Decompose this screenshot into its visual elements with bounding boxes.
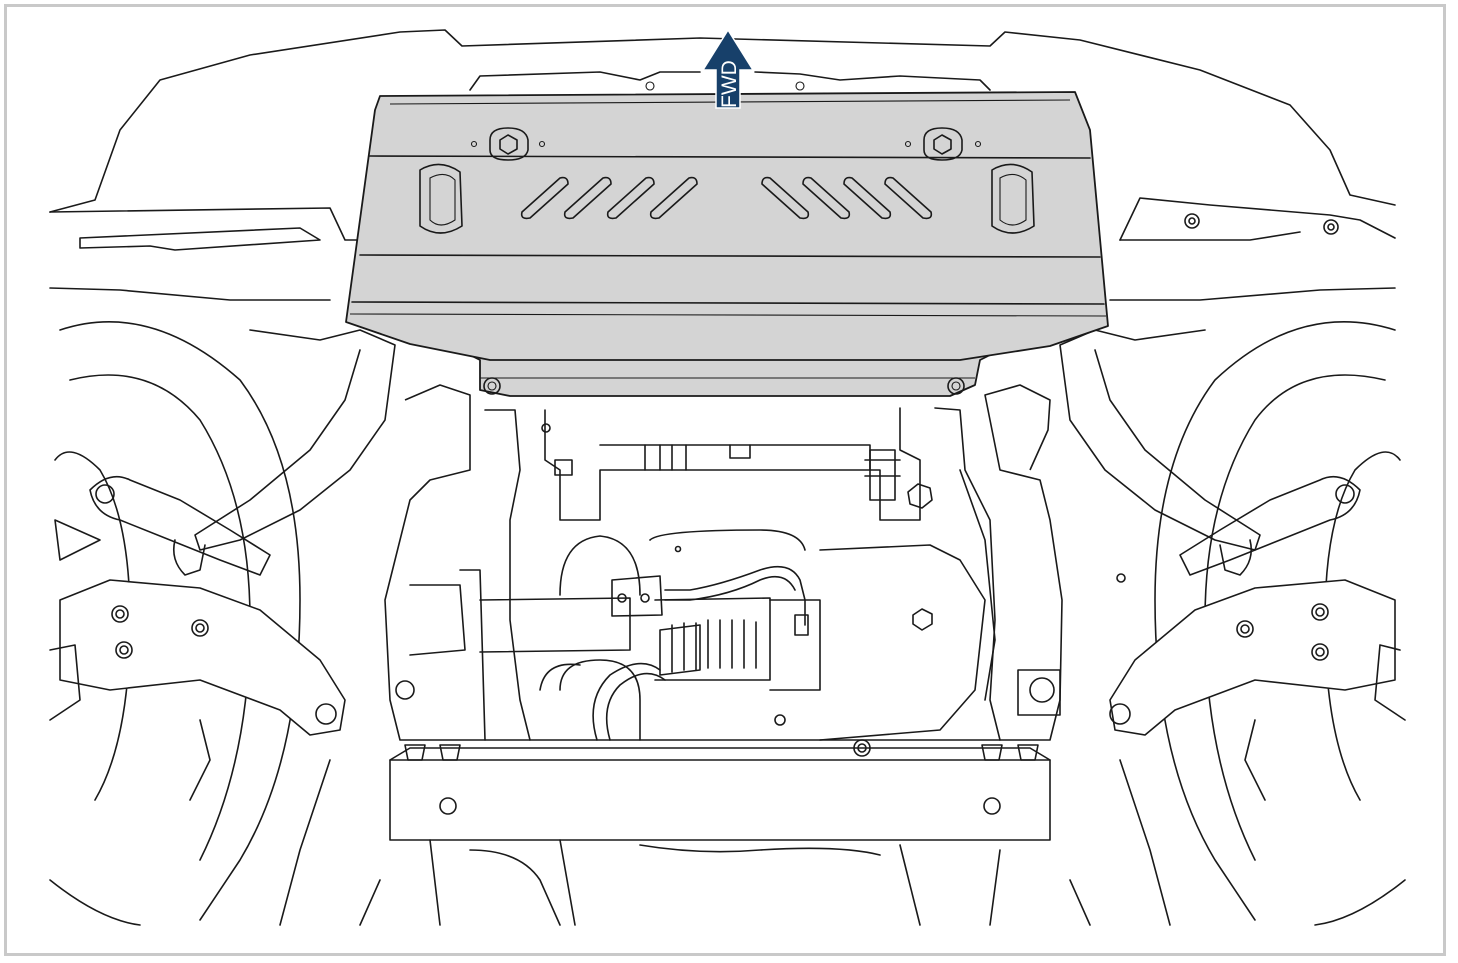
bumper-grille-edge [469, 71, 991, 91]
forward-direction-arrow: FWD [701, 28, 755, 109]
rear-crossmember [389, 739, 1051, 841]
left-tire [49, 321, 301, 926]
front-bumper-outline [49, 29, 1396, 301]
fwd-label: FWD [718, 60, 741, 108]
right-tire [1154, 321, 1406, 926]
engine-underside [384, 384, 1063, 741]
vent-slots-right [761, 176, 933, 220]
vent-slots-left [520, 176, 698, 220]
left-control-arm [49, 329, 396, 736]
lower-body-outline [189, 719, 1266, 926]
right-control-arm [1059, 329, 1406, 736]
skid-plate [345, 91, 1109, 397]
